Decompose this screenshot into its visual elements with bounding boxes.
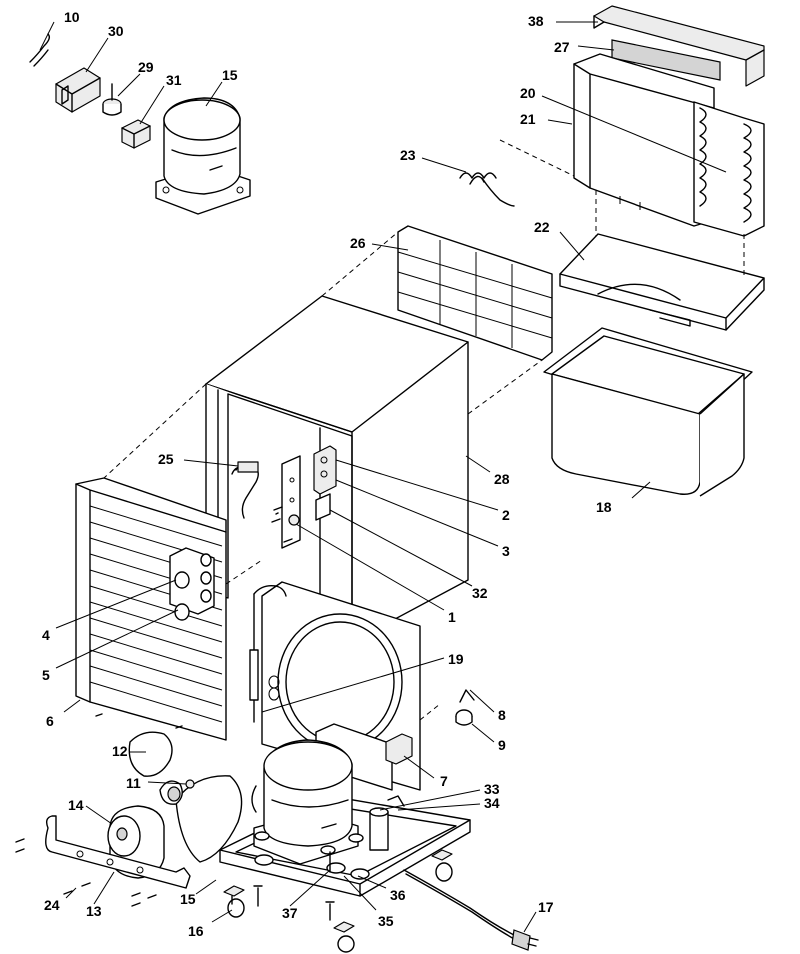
callout-16: 16 xyxy=(188,923,204,939)
part-7-capacitor-bracket xyxy=(315,723,413,791)
part-25-harness xyxy=(231,461,259,519)
callout-12: 12 xyxy=(112,743,128,759)
callout-24: 24 xyxy=(44,897,60,913)
callout-7: 7 xyxy=(440,773,448,789)
callout-26: 26 xyxy=(350,235,366,251)
callout-2: 2 xyxy=(502,507,510,523)
callout-30: 30 xyxy=(108,23,124,39)
part-31-overload xyxy=(121,119,151,149)
callout-20: 20 xyxy=(520,85,536,101)
callout-6: 6 xyxy=(46,713,54,729)
part-15-compressor-bottom xyxy=(251,739,364,865)
leader-lines xyxy=(39,21,727,933)
callout-17: 17 xyxy=(538,899,554,915)
part-33-34-filter-drier xyxy=(369,795,405,851)
callout-10: 10 xyxy=(64,9,80,25)
part-38-cover xyxy=(593,5,765,87)
part-2-switch xyxy=(313,445,337,495)
callout-29: 29 xyxy=(138,59,154,75)
part-19-condenser xyxy=(249,581,421,791)
callout-19: 19 xyxy=(448,651,464,667)
callout-37: 37 xyxy=(282,905,298,921)
part-23-thermostat-bulb xyxy=(459,172,515,207)
callout-31: 31 xyxy=(166,72,182,88)
part-22-drip-tray xyxy=(559,233,765,331)
part-8-part-9-cap-and-clip xyxy=(455,689,475,726)
dashed-guides xyxy=(103,139,745,721)
screws-cabinet xyxy=(271,506,300,543)
part-27-insulation-strip xyxy=(611,39,721,81)
callout-36: 36 xyxy=(390,887,406,903)
callout-15-top: 15 xyxy=(222,67,238,83)
callout-3: 3 xyxy=(502,543,510,559)
part-26-grille xyxy=(397,225,553,361)
control-bracket xyxy=(281,455,301,549)
part-24-screws xyxy=(15,838,157,907)
callout-28: 28 xyxy=(494,471,510,487)
part-29-relay xyxy=(102,83,122,116)
callout-11: 11 xyxy=(126,775,141,791)
callout-1: 1 xyxy=(448,609,456,625)
base-fittings xyxy=(254,851,370,880)
part-13-motor-bracket xyxy=(45,815,191,889)
callout-14: 14 xyxy=(68,797,84,813)
part-18-water-bucket xyxy=(543,327,753,497)
part-20-evaporator-coil xyxy=(573,53,765,237)
callout-labels: 10 30 29 31 15 38 27 20 21 23 26 22 25 2… xyxy=(42,9,612,939)
callout-5: 5 xyxy=(42,667,50,683)
callout-34: 34 xyxy=(484,795,500,811)
part-6-front-panel xyxy=(75,477,227,741)
part-12-fan-blade xyxy=(128,731,243,863)
callout-15-bottom: 15 xyxy=(180,891,196,907)
callout-35: 35 xyxy=(378,913,394,929)
callout-23: 23 xyxy=(400,147,416,163)
callout-33: 33 xyxy=(484,781,500,797)
part-32-bracket xyxy=(315,493,331,521)
callout-18: 18 xyxy=(596,499,612,515)
callout-38: 38 xyxy=(528,13,544,29)
callout-13: 13 xyxy=(86,903,102,919)
callout-8: 8 xyxy=(498,707,506,723)
part-15-compressor-top xyxy=(155,97,251,215)
callout-21: 21 xyxy=(520,111,536,127)
part-17-power-cord xyxy=(403,869,539,951)
callout-9: 9 xyxy=(498,737,506,753)
part-11-screw xyxy=(185,779,195,789)
callout-32: 32 xyxy=(472,585,488,601)
callout-22: 22 xyxy=(534,219,550,235)
callout-27: 27 xyxy=(554,39,570,55)
part-10-wire-clip xyxy=(29,33,51,67)
part-16-casters xyxy=(223,849,453,953)
callout-4: 4 xyxy=(42,627,50,643)
callout-25: 25 xyxy=(158,451,174,467)
part-30-terminal-cover xyxy=(55,67,101,113)
